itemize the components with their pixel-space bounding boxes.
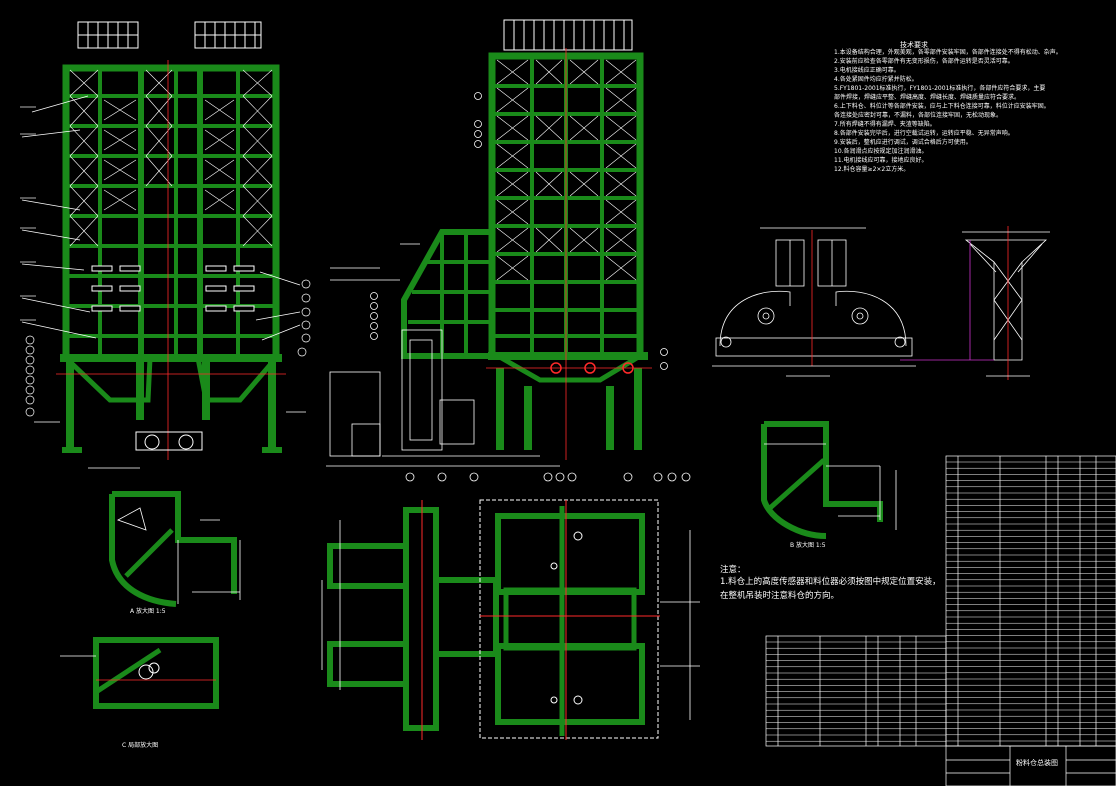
detail-b-caption: B 放大图 1:5 <box>790 542 826 549</box>
tech-notes: 1.本设备结构合理，外观美观，各零部件安装牢固，各部件连接处不得有松动、杂声。 2… <box>834 48 1112 174</box>
remarks: 1.料仓上的高度传感器和料位器必须按图中规定位置安装， 在整机吊装时注意料仓的方… <box>720 575 941 603</box>
tech-note-line: 9.安装后，整机应进行调试，调试合格后方可使用。 <box>834 139 972 146</box>
tech-note-line: 6.上下料仓、料位计等各部件安装，应与上下料仓连接可靠，料位计应安装牢固。 <box>834 103 1050 110</box>
remark-line: 在整机吊装时注意料仓的方向。 <box>720 591 840 601</box>
plan-view <box>321 499 700 740</box>
tech-note-line: 1.本设备结构合理，外观美观，各零部件安装牢固，各部件连接处不得有松动、杂声。 <box>834 49 1062 56</box>
left-view-callouts <box>20 95 311 469</box>
tech-note-line: 10.各润滑点应按规定加注润滑油。 <box>834 148 928 155</box>
detail-a-caption: A 放大图 1:5 <box>130 608 166 615</box>
tech-note-line: 8.各部件安装完毕后，进行空载试运转，运转应平稳、无异常声响。 <box>834 130 1014 137</box>
tech-note-line: 各连接处应密封可靠，不漏料，各部位连接牢固，无松动现象。 <box>834 112 1003 119</box>
tech-note-line: 5.FY1801-2001标准执行，FY1801-2001标准执行，各部件应符合… <box>834 85 1046 92</box>
tech-note-line: 7.所有焊缝不得有漏焊、夹渣等缺陷。 <box>834 121 936 128</box>
twin-silo-front-elevation <box>56 21 286 460</box>
base-frame-elevation <box>712 227 916 377</box>
single-silo-side-elevation <box>401 19 652 460</box>
tech-note-line: 4.各处紧固件均应拧紧并防松。 <box>834 76 918 83</box>
detail-view-a <box>109 491 241 607</box>
tech-note-line: 12.料仓容量≥2×2立方米。 <box>834 166 910 173</box>
tech-note-line: 11.电机接线应可靠，接地应良好。 <box>834 157 928 164</box>
detail-c-caption: C 局部放大图 <box>122 742 159 749</box>
parts-list-rows <box>766 461 1116 742</box>
remarks-title: 注意： <box>720 565 746 575</box>
title-block-name: 粉料仓总装图 <box>1016 759 1058 767</box>
tech-note-line: 3.电机接线应正确可靠。 <box>834 67 900 74</box>
remark-line: 1.料仓上的高度传感器和料位器必须按图中规定位置安装， <box>720 577 941 587</box>
detail-view-c <box>60 637 219 709</box>
tech-note-line: 部件焊接，焊缝应平整、焊缝高度、焊缝长度、焊缝质量应符合要求。 <box>834 94 1021 101</box>
tech-notes-title: 技术要求 <box>900 41 928 49</box>
bucket-elevator-and-mixer <box>326 92 691 482</box>
tech-note-line: 2.安装前应检查各零部件有无变形损伤，各部件运转是否灵活可靠。 <box>834 58 1014 65</box>
tower-elevation <box>900 226 1050 380</box>
detail-view-b <box>761 421 897 539</box>
